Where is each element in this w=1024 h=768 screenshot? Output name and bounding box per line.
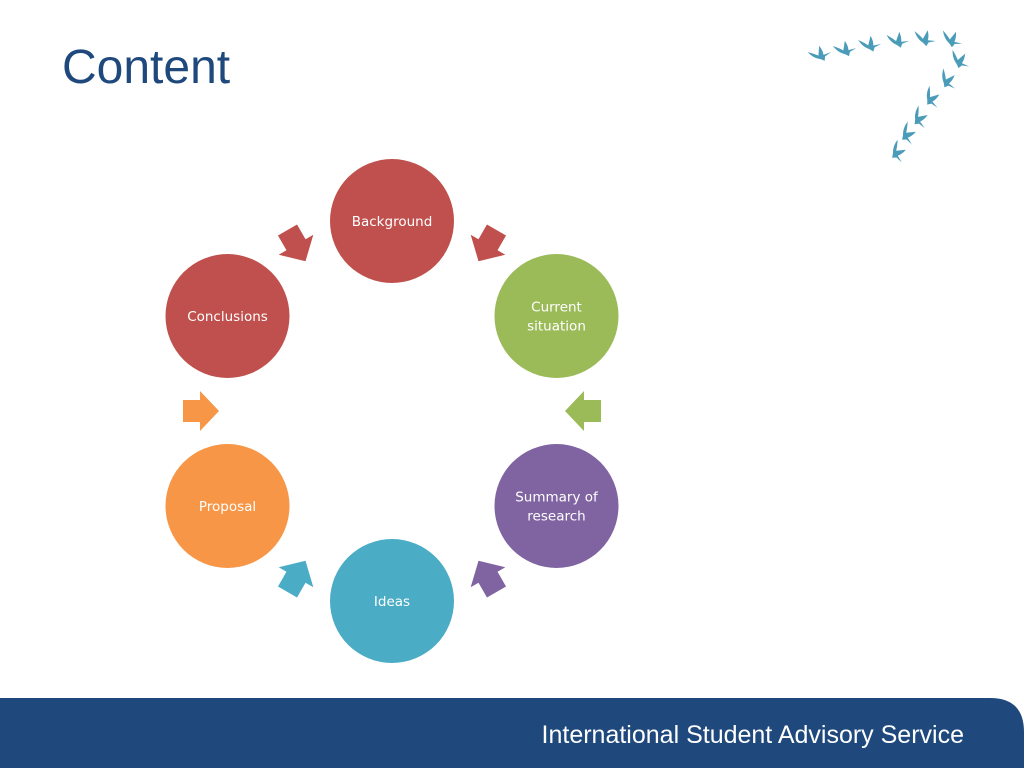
cycle-arrow bbox=[277, 224, 314, 262]
node-circle bbox=[330, 159, 454, 283]
cycle-arrow bbox=[470, 560, 507, 598]
slide-title: Content bbox=[62, 41, 231, 94]
cycle-node: Background bbox=[330, 159, 454, 283]
node-circle bbox=[494, 254, 619, 378]
flying-birds-logo-icon bbox=[807, 30, 970, 163]
node-label: Proposal bbox=[199, 499, 256, 515]
footer-text: International Student Advisory Service bbox=[541, 721, 964, 749]
cycle-arrow bbox=[470, 224, 507, 262]
node-label: Ideas bbox=[374, 594, 410, 610]
node-circle bbox=[165, 444, 290, 568]
node-circle bbox=[165, 254, 290, 378]
node-circle bbox=[330, 539, 454, 663]
cycle-arrow bbox=[183, 391, 219, 431]
cycle-arrow bbox=[277, 560, 314, 598]
node-label: Background bbox=[352, 214, 433, 230]
footer-band bbox=[0, 698, 1024, 768]
cycle-node: Conclusions bbox=[165, 254, 290, 378]
cycle-node: Ideas bbox=[330, 539, 454, 663]
cycle-node: Proposal bbox=[165, 444, 290, 568]
node-label: Conclusions bbox=[187, 309, 268, 325]
cycle-arrow bbox=[565, 391, 601, 431]
node-circle bbox=[494, 444, 619, 568]
